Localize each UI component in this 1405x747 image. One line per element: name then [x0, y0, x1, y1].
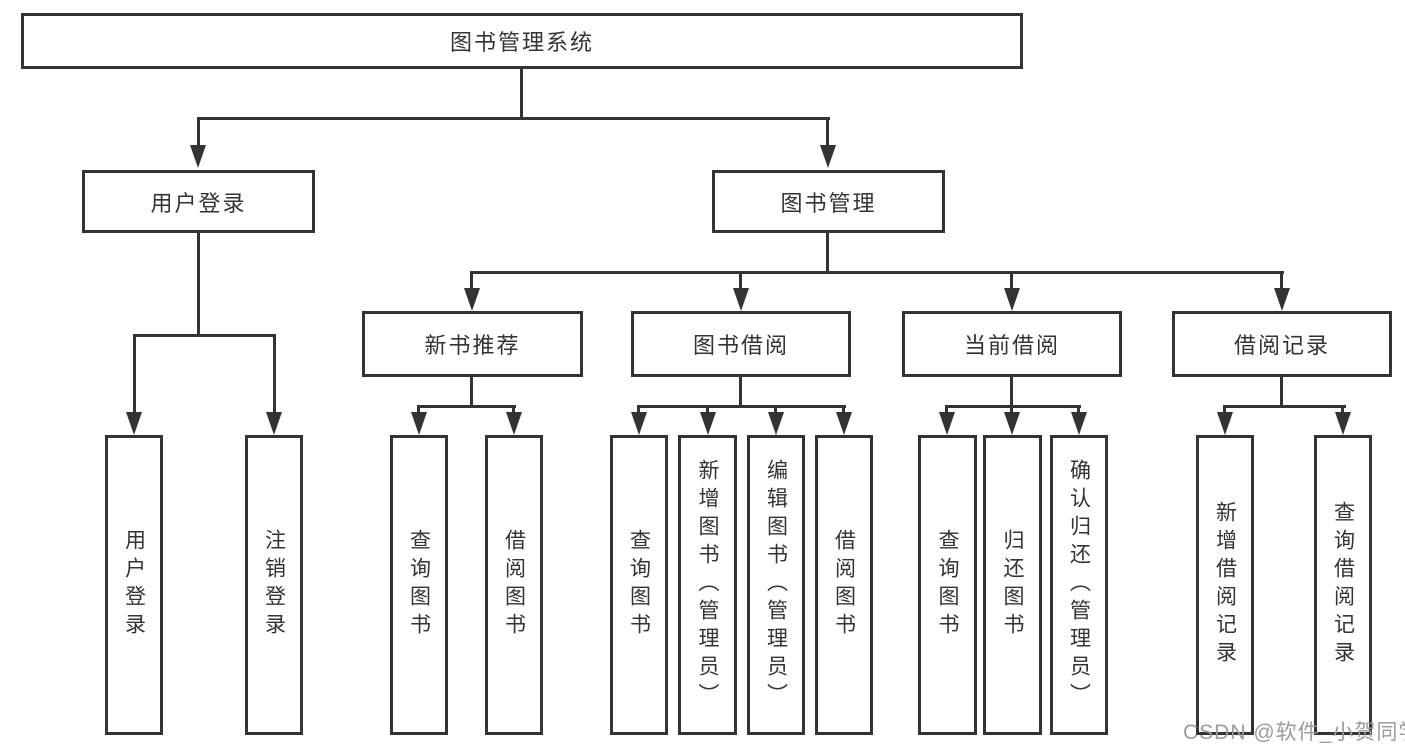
connector-user-login-hline — [133, 334, 276, 337]
connector-stub — [945, 405, 948, 415]
connector-stub — [470, 271, 473, 291]
connector-stub — [1010, 405, 1013, 415]
connector-stub — [1223, 405, 1226, 415]
arrow-down-icon — [700, 412, 716, 435]
leaf-cb-query-books: 查询图书 — [918, 435, 977, 735]
arrow-down-icon — [506, 412, 522, 435]
leaf-user-login: 用户登录 — [105, 435, 163, 735]
connector-stub — [637, 405, 640, 415]
node-borrow-records: 借阅记录 — [1172, 311, 1392, 377]
connector-cb-vline — [1010, 377, 1013, 408]
leaf-bb-edit-books-admin: 编辑图书（管理员） — [747, 435, 805, 735]
connector-user-login-vline — [197, 233, 200, 337]
node-current-borrow: 当前借阅 — [902, 311, 1122, 377]
connector-stub — [739, 271, 742, 291]
connector-book-mgmt-hline — [470, 271, 1284, 274]
leaf-cb-return-books: 归还图书 — [983, 435, 1042, 735]
connector-stub — [197, 117, 200, 148]
connector-stub — [512, 405, 515, 415]
leaf-bb-borrow-books: 借阅图书 — [815, 435, 873, 735]
node-user-login: 用户登录 — [82, 170, 315, 233]
leaf-cb-confirm-return-admin: 确认归还（管理员） — [1050, 435, 1108, 735]
leaf-bb-add-books-admin: 新增图书（管理员） — [678, 435, 737, 735]
connector-bb-hline — [637, 405, 846, 408]
arrow-down-icon — [836, 412, 852, 435]
node-new-book-recommend: 新书推荐 — [362, 311, 583, 377]
connector-br-vline — [1280, 377, 1283, 408]
node-root: 图书管理系统 — [21, 13, 1023, 69]
arrow-down-icon — [1071, 412, 1087, 435]
connector-book-mgmt-vline — [826, 233, 829, 274]
arrow-down-icon — [411, 412, 427, 435]
arrow-down-icon — [266, 412, 282, 435]
arrow-down-icon — [631, 412, 647, 435]
connector-stub — [842, 405, 845, 415]
arrow-down-icon — [733, 288, 749, 311]
connector-nb-vline — [470, 377, 473, 408]
node-book-management: 图书管理 — [712, 170, 945, 233]
arrow-down-icon — [126, 412, 142, 435]
connector-stub — [774, 405, 777, 415]
connector-stub — [1341, 405, 1344, 415]
connector-stub — [826, 117, 829, 148]
connector-stub — [273, 334, 276, 414]
arrow-down-icon — [1217, 412, 1233, 435]
leaf-nb-query-books: 查询图书 — [390, 435, 448, 735]
leaf-logout-login: 注销登录 — [245, 435, 303, 735]
connector-stub — [1280, 271, 1283, 291]
arrow-down-icon — [464, 288, 480, 311]
leaf-nb-borrow-books: 借阅图书 — [485, 435, 543, 735]
arrow-down-icon — [1004, 288, 1020, 311]
arrow-down-icon — [190, 145, 206, 168]
connector-root-vline — [520, 69, 523, 119]
arrow-down-icon — [1004, 412, 1020, 435]
connector-stub — [1010, 271, 1013, 291]
leaf-br-add-record: 新增借阅记录 — [1196, 435, 1254, 735]
arrow-down-icon — [1274, 288, 1290, 311]
arrow-down-icon — [820, 145, 836, 168]
connector-root-hline — [197, 117, 830, 120]
connector-stub — [1077, 405, 1080, 415]
connector-nb-hline — [417, 405, 516, 408]
arrow-down-icon — [768, 412, 784, 435]
connector-stub — [706, 405, 709, 415]
csdn-watermark: CSDN @软件_小贺同学 — [1183, 721, 1405, 744]
connector-br-hline — [1223, 405, 1346, 408]
connector-stub — [133, 334, 136, 414]
leaf-bb-query-books: 查询图书 — [610, 435, 668, 735]
connector-cb-hline — [945, 405, 1081, 408]
connector-stub — [417, 405, 420, 415]
connector-bb-vline — [739, 377, 742, 408]
arrow-down-icon — [939, 412, 955, 435]
leaf-br-query-record: 查询借阅记录 — [1314, 435, 1372, 735]
arrow-down-icon — [1335, 412, 1351, 435]
node-book-borrow: 图书借阅 — [631, 311, 851, 377]
